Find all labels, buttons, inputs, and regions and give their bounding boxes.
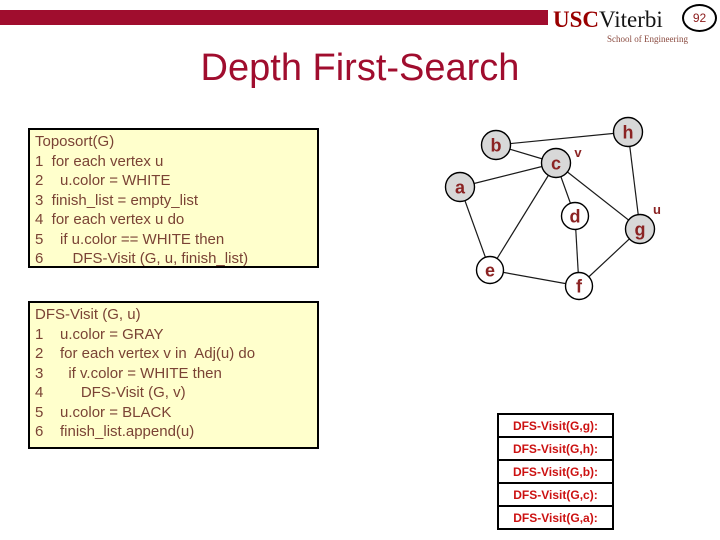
toposort-pseudocode-box: Toposort(G) 1 for each vertex u 2 u.color … — [28, 128, 319, 268]
top-banner-bar — [0, 10, 548, 25]
graph-node-label-e: e — [485, 261, 495, 281]
graph-edge-h-g — [627, 131, 641, 230]
page-number-badge: 92 — [682, 4, 717, 32]
graph-edge-e-f — [489, 269, 580, 287]
graph-node-label-g: g — [635, 220, 646, 240]
code-line: DFS-Visit (G, u) — [35, 306, 141, 323]
dfs-call-table: DFS-Visit(G,g):DFS-Visit(G,h):DFS-Visit(… — [497, 413, 614, 530]
graph-pointer-label-u: u — [653, 202, 661, 217]
graph-node-label-h: h — [623, 123, 634, 143]
usc-viterbi-logo: USCViterbi School of Engineering — [553, 7, 690, 44]
code-line: 5 if u.color == WHITE then — [35, 230, 225, 248]
graph-node-d — [560, 201, 590, 231]
code-line: 6 DFS-Visit (G, u, finish_list) — [35, 250, 249, 267]
logo-usc-text: USC — [553, 7, 600, 32]
code-line: 2 for each vertex v in Adj(u) do — [35, 345, 256, 362]
logo-viterbi-text: Viterbi — [599, 7, 663, 32]
code-line: 1 for each vertex u — [35, 152, 164, 170]
graph-edge-b-h — [495, 131, 629, 146]
dfs-call-row: DFS-Visit(G,b): — [497, 459, 614, 484]
graph-edge-a-c — [459, 162, 557, 188]
code-line: 4 DFS-Visit (G, v) — [35, 384, 186, 401]
graph-node-b — [480, 129, 512, 161]
dfs-call-row: DFS-Visit(G,a): — [497, 505, 614, 530]
dfs-call-row: DFS-Visit(G,h): — [497, 436, 614, 461]
code-line: 3 if v.color = WHITE then — [35, 364, 222, 382]
graph-node-g — [624, 213, 656, 245]
dfs-call-row: DFS-Visit(G,g): — [497, 413, 614, 438]
graph-node-label-b: b — [491, 136, 502, 156]
code-line: 6 finish_list.append(u) — [35, 423, 195, 440]
graph-node-label-d: d — [570, 207, 581, 227]
code-line: 3 finish_list = empty_list — [35, 191, 198, 209]
dfs-visit-pseudocode-box: DFS-Visit (G, u) 1 u.color = GRAY 2 for ea… — [28, 301, 319, 449]
logo-wordmark: USCViterbi — [553, 7, 690, 33]
graph-node-label-a: a — [455, 178, 466, 198]
graph-node-c — [540, 147, 572, 179]
graph-edge-c-g — [555, 162, 641, 230]
dfs-call-row: DFS-Visit(G,c): — [497, 482, 614, 507]
page-number: 92 — [692, 11, 707, 25]
code-line: 1 u.color = GRAY — [35, 325, 164, 343]
graph-node-f — [564, 271, 594, 301]
graph-node-h — [612, 116, 644, 148]
graph-node-a — [444, 171, 476, 203]
code-line: Toposort(G) — [35, 133, 115, 150]
code-line: 2 u.color = WHITE — [35, 172, 171, 189]
slide-title: Depth First-Search — [200, 47, 520, 89]
graph-node-e — [475, 255, 505, 285]
code-line: 5 u.color = BLACK — [35, 403, 172, 421]
graph-edge-c-e — [489, 162, 557, 271]
logo-school-text: School of Engineering — [607, 34, 688, 44]
graph-pointer-label-v: v — [574, 145, 582, 160]
graph-node-label-c: c — [551, 154, 561, 174]
code-line: 4 for each vertex u do — [35, 211, 185, 228]
graph-node-label-f: f — [576, 277, 583, 297]
